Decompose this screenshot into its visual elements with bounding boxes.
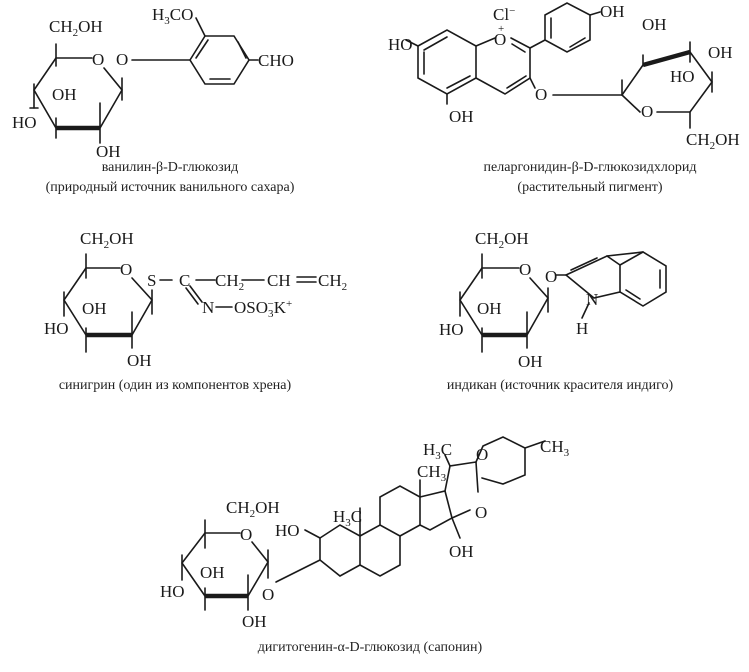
hydroxyl-label: OH	[518, 352, 543, 371]
digitogenin-caption: дигитогенин-α-D-глюкозид (сапонин)	[257, 640, 483, 655]
hydroxyl-label: HO	[670, 67, 695, 86]
hydroxyl-label: OH	[52, 85, 77, 104]
hydroxyl-label: HO	[388, 35, 413, 54]
spiro-oxygen-label: O	[475, 503, 487, 522]
methoxy-label: H3CO	[152, 5, 193, 27]
ch2oh-label: CH2OH	[49, 17, 103, 39]
hydroxyl-label: OH	[242, 612, 267, 631]
hydroxyl-label: OH	[127, 351, 152, 370]
sinigrin-caption: синигрин (один из компонентов хрена)	[58, 378, 292, 393]
flavylium-oxygen-label: O	[494, 30, 506, 49]
glycosidic-oxygen-label: O	[535, 85, 547, 104]
hydroxyl-label: OH	[96, 142, 121, 161]
indole-nitrogen-label: N	[586, 290, 598, 309]
methyl-label: CH3	[417, 462, 447, 484]
indican-structure: CH2OH O O N H OH HO OH	[439, 229, 667, 371]
digitogenin-glucoside-structure: CH2OH O O OH HO OH HO H3C CH3 H3C O O CH…	[160, 436, 570, 631]
hydroxyl-label: OH	[200, 563, 225, 582]
hydrogen-label: H	[576, 319, 588, 338]
ch2oh-label: CH2OH	[226, 498, 280, 520]
methyl-label: H3C	[333, 507, 362, 529]
aldehyde-label: CHO	[258, 51, 294, 70]
hydroxyl-label: OH	[82, 299, 107, 318]
methylene-label: CH2	[215, 271, 244, 293]
pelargonidin-note: (растительный пигмент)	[517, 180, 663, 195]
chloride-label: Cl−	[493, 5, 515, 24]
terminal-methylene-label: CH2	[318, 271, 347, 293]
hydroxyl-label: HO	[439, 320, 464, 339]
nitrogen-label: N	[202, 298, 214, 317]
hydroxyl-label: OH	[708, 43, 733, 62]
ring-oxygen-label: O	[519, 260, 531, 279]
ch2oh-label: CH2OH	[80, 229, 134, 251]
vanillin-glucoside-caption: ванилин-β-D-глюкозид	[101, 160, 239, 175]
hydroxyl-label: OH	[600, 2, 625, 21]
positive-charge: +	[498, 23, 504, 35]
carbon-label: C	[179, 271, 190, 290]
pelargonidin-glucoside-structure: Cl− O + HO OH OH O O OH OH HO CH2OH	[388, 2, 740, 152]
indican-caption: индикан (источник красителя индиго)	[446, 378, 674, 393]
hydroxyl-label: OH	[449, 542, 474, 561]
glycosidic-oxygen-label: O	[545, 267, 557, 286]
hydroxyl-label: HO	[12, 113, 37, 132]
hydroxyl-label: HO	[44, 319, 69, 338]
hydroxyl-label: OH	[449, 107, 474, 126]
glycosidic-oxygen-label: O	[116, 50, 128, 69]
ring-oxygen-label: O	[641, 102, 653, 121]
vanillin-glucoside-note: (природный источник ванильного сахара)	[45, 180, 295, 195]
ring-oxygen-label: O	[240, 525, 252, 544]
vanillin-glucoside-structure: CH2OH O O OH HO OH H3CO CHO	[12, 5, 294, 161]
pelargonidin-caption: пеларгонидин-β-D-глюкозидхлорид	[483, 160, 697, 175]
hydroxyl-label: OH	[477, 299, 502, 318]
sulfonate-label: OSO3−K+	[234, 298, 292, 320]
sulfur-label: S	[147, 271, 156, 290]
glycosidic-oxygen-label: O	[262, 585, 274, 604]
hydroxyl-label: HO	[160, 582, 185, 601]
hydroxyl-label: OH	[642, 15, 667, 34]
methine-label: CH	[267, 271, 291, 290]
ch2oh-label: CH2OH	[686, 130, 740, 152]
spiro-oxygen-label: O	[476, 445, 488, 464]
methyl-label: CH3	[540, 437, 570, 459]
hydroxyl-label: HO	[275, 521, 300, 540]
ring-oxygen-label: O	[120, 260, 132, 279]
sinigrin-structure: CH2OH O S C CH2 CH CH2 N OSO3−K+ OH HO O…	[44, 229, 347, 370]
methyl-label: H3C	[423, 440, 452, 462]
ch2oh-label: CH2OH	[475, 229, 529, 251]
ring-oxygen-label: O	[92, 50, 104, 69]
